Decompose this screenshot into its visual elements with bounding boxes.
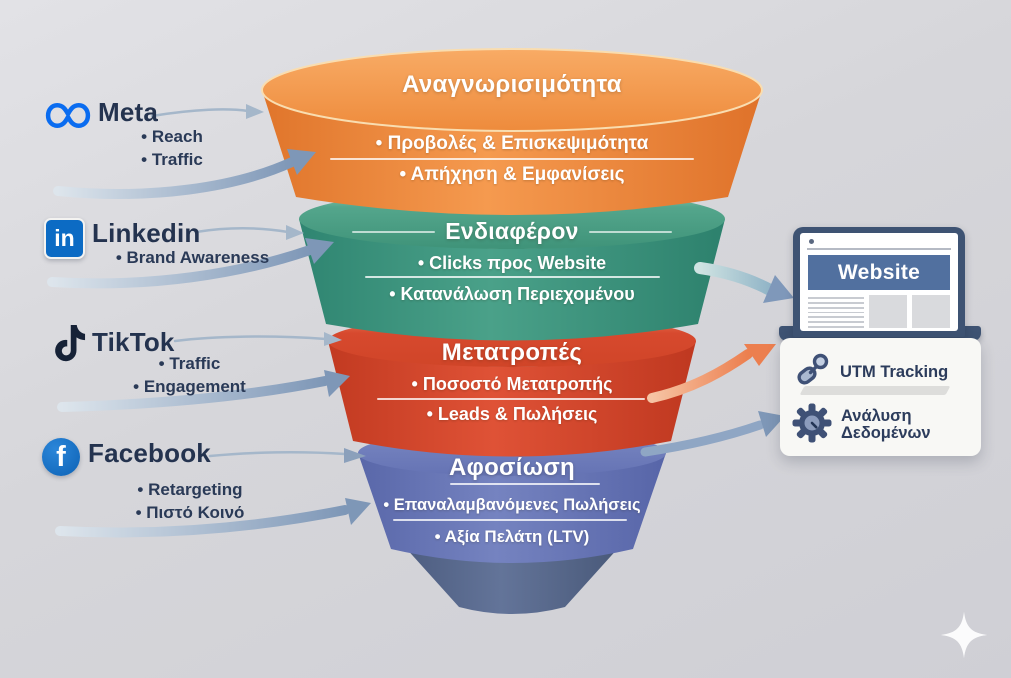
tier-title-loyalty: Αφοσίωση [449, 454, 575, 481]
tier-divider [393, 519, 627, 521]
facebook-icon-text: f [56, 440, 66, 473]
tier-bullet: • Leads & Πωλήσεις [426, 404, 598, 424]
platform-name: TikTok [92, 327, 175, 357]
image-placeholder [912, 295, 950, 328]
linkedin-icon-text: in [54, 225, 75, 251]
tier-loyalty-body [358, 453, 666, 563]
arrow-tiktok-thin [173, 332, 342, 346]
tier-title-interest: Ενδιαφέρον [352, 218, 673, 245]
text-lines-placeholder [808, 295, 864, 329]
platform-bullet: • Traffic [141, 150, 203, 169]
meta-infinity-icon [45, 103, 91, 128]
platform-bullet: • Traffic [158, 354, 221, 373]
platform-bullet: • Retargeting [137, 480, 243, 499]
tier-title-text: Ενδιαφέρον [445, 218, 579, 244]
funnel-spout [404, 546, 620, 614]
website-banner: Website [808, 255, 950, 290]
platform-bullet: • Πιστό Κοινό [135, 503, 245, 522]
platform-bullets: • Traffic • Engagement [122, 352, 257, 398]
website-browser-window: Website [793, 227, 965, 337]
arrow-facebook-thick [55, 498, 371, 538]
arrow-meta-thin [150, 104, 264, 119]
arrow-conversion-to-website [647, 344, 776, 403]
gear-icon [792, 403, 832, 443]
title-side-line [588, 230, 673, 233]
arrow-tiktok-thick [57, 370, 350, 412]
tier-bullet: • Κατανάλωση Περιεχομένου [389, 284, 635, 304]
tracking-card: UTM Tracking Ανάλυση Δεδομένων [780, 338, 981, 456]
data-analysis-label: Ανάλυση Δεδομένων [841, 407, 931, 442]
browser-screen: Website [800, 233, 958, 331]
platform-bullet: • Reach [141, 127, 203, 146]
browser-toolbar-line [807, 248, 951, 250]
link-icon [797, 353, 829, 385]
browser-dot-icon [809, 239, 814, 244]
website-content-placeholder [808, 295, 950, 329]
tier-interest-body [299, 219, 725, 341]
arrow-facebook-thin [208, 448, 366, 463]
platform-bullet: • Engagement [133, 377, 246, 396]
title-side-line [352, 230, 436, 233]
linkedin-icon: in [44, 218, 85, 259]
tier-title-underline [450, 483, 600, 485]
tier-bullet: • Επαναλαμβανόμενες Πωλήσεις [383, 496, 641, 514]
card-divider [799, 386, 951, 395]
tier-divider [330, 158, 694, 160]
tiktok-note-icon [55, 325, 86, 362]
image-placeholder [869, 295, 907, 328]
arrow-interest-to-website [694, 262, 794, 303]
arrow-loyalty-to-tracking [640, 411, 785, 457]
facebook-f-icon: f [42, 438, 80, 476]
tier-divider [377, 398, 645, 400]
tier-title-awareness: Αναγνωρισιμότητα [402, 71, 622, 98]
tier-divider [365, 276, 660, 278]
tier-bullet: • Προβολές & Επισκεψιμότητα [375, 133, 649, 154]
arrow-linkedin-thin [194, 225, 304, 240]
tier-bullet: • Απήχηση & Εμφανίσεις [399, 164, 625, 185]
utm-tracking-label: UTM Tracking [840, 363, 949, 381]
platform-name: Meta [98, 97, 159, 127]
platform-bullets: • Retargeting • Πιστό Κοινό [125, 478, 255, 524]
platform-bullets: • Reach • Traffic [116, 125, 228, 171]
arrow-linkedin-thick [47, 238, 334, 289]
tier-awareness-top [261, 48, 763, 132]
tier-bullet: • Ποσοστό Μετατροπής [411, 374, 613, 394]
tier-bullet: • Clicks προς Website [417, 253, 607, 273]
tier-bullet: • Αξία Πελάτη (LTV) [434, 527, 590, 546]
arrow-meta-thick [53, 149, 316, 199]
platform-bullets: • Brand Awareness [110, 246, 275, 269]
platform-bullet: • Brand Awareness [115, 248, 270, 267]
platform-name: Linkedin [92, 218, 201, 248]
tier-title-conversion: Μετατροπές [441, 339, 583, 366]
sparkle-icon [940, 611, 988, 659]
platform-name: Facebook [88, 438, 211, 468]
